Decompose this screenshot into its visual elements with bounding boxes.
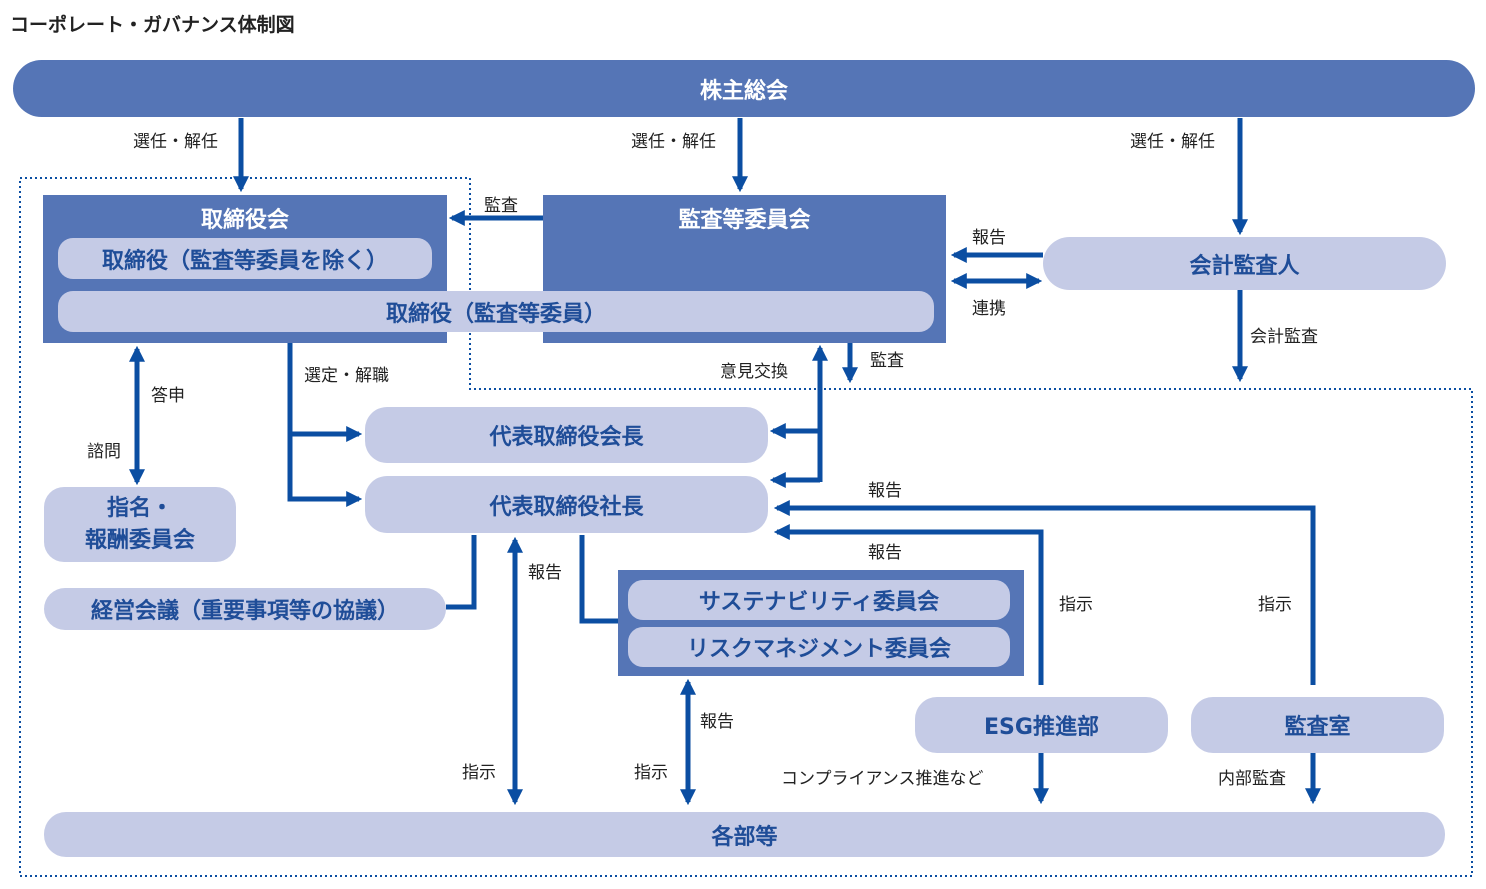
arrow-audit-office-report — [773, 499, 1316, 685]
label-instruct-esg: 指示 — [1059, 595, 1093, 615]
representative-president: 代表取締役社長 — [365, 476, 768, 533]
risk-management-committee: リスクマネジメント委員会 — [628, 627, 1010, 667]
shareholders-meeting — [13, 60, 1475, 117]
esg-promotion-dept: ESG推進部 — [915, 697, 1168, 753]
management-meeting: 経営会議（重要事項等の協議） — [44, 588, 446, 630]
representative-chairman: 代表取締役会長 — [365, 407, 768, 463]
line-president-committees — [579, 535, 620, 624]
label-report-president-2: 報告 — [868, 543, 902, 563]
label-elect-dismiss-3: 選任・解任 — [1130, 132, 1215, 152]
label-elect-dismiss-2: 選任・解任 — [631, 132, 716, 152]
label-answer: 答申 — [151, 386, 185, 406]
board-of-directors-label: 取締役会 — [200, 208, 289, 233]
shareholders-meeting-label: 株主総会 — [699, 79, 788, 104]
accounting-auditor: 会計監査人 — [1043, 237, 1446, 290]
nomination-compensation-committee: 指名・ 報酬委員会 — [44, 487, 236, 562]
label-instruct-audit-office: 指示 — [1258, 595, 1292, 615]
label-audit-down: 監査 — [870, 351, 904, 371]
label-report-committee: 報告 — [528, 563, 562, 583]
label-exchange-opinions: 意見交換 — [720, 362, 788, 382]
label-elect-dismiss-1: 選任・解任 — [133, 132, 218, 152]
sustainability-committee: サステナビリティ委員会 — [628, 580, 1010, 620]
label-instruct-depts-1: 指示 — [462, 763, 496, 783]
line-select-dismiss — [287, 343, 300, 502]
diagram-title: コーポレート・ガバナンス体制図 — [10, 14, 295, 36]
label-accounting-audit: 会計監査 — [1250, 327, 1318, 347]
directors-excluding-audit-members: 取締役（監査等委員を除く） — [58, 238, 432, 279]
audit-supervisory-committee-label: 監査等委員会 — [678, 208, 811, 233]
label-internal-audit: 内部監査 — [1218, 769, 1286, 789]
label-consult: 諮問 — [87, 442, 121, 462]
label-instruct-depts-2: 指示 — [634, 763, 668, 783]
label-compliance: コンプライアンス推進など — [781, 769, 984, 789]
label-report-from-auditor: 報告 — [972, 228, 1006, 248]
label-select-dismiss: 選定・解職 — [304, 366, 389, 386]
label-report-depts: 報告 — [700, 712, 734, 732]
directors-audit-members: 取締役（監査等委員） — [58, 291, 934, 332]
label-audit-to-board: 監査 — [484, 196, 518, 216]
departments: 各部等 — [44, 812, 1445, 857]
arrow-esg-report — [773, 523, 1044, 685]
internal-boundary — [19, 177, 1473, 877]
label-report-president-1: 報告 — [868, 481, 902, 501]
line-management-meeting — [446, 535, 477, 610]
label-cooperation: 連携 — [972, 299, 1006, 319]
internal-audit-office: 監査室 — [1191, 697, 1444, 753]
